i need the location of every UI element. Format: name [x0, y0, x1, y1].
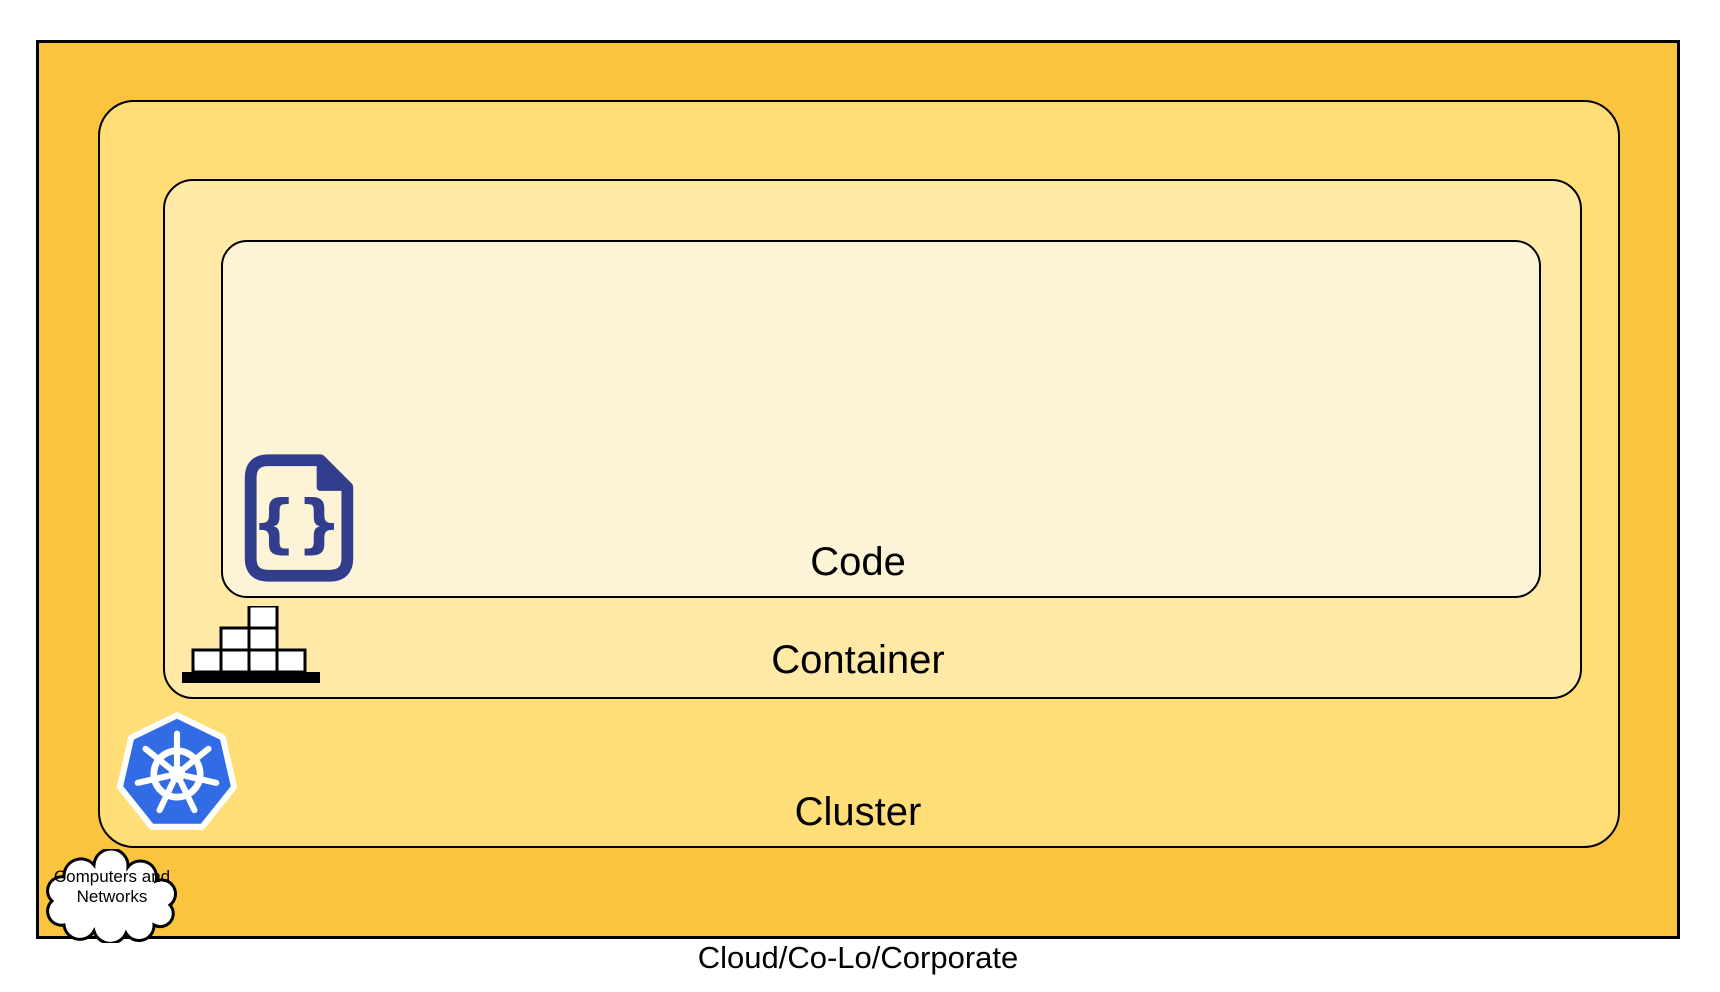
kubernetes-icon: [116, 708, 238, 835]
cloud-icon: Computers and Networks: [38, 849, 186, 943]
cluster-label: Cluster: [794, 790, 922, 834]
code-braces-glyph: {}: [251, 487, 342, 561]
datacenter-label: Cloud/Co-Lo/Corporate Datacenter: [36, 865, 1680, 992]
container-label: Container: [771, 638, 945, 682]
cloud-callout-line2: Networks: [76, 887, 148, 906]
datacenter-label-line1: Cloud/Co-Lo/Corporate: [697, 940, 1019, 975]
code-label: Code: [810, 540, 906, 584]
layer-code: [221, 240, 1541, 598]
container-stack-icon: [181, 606, 321, 684]
cloud-callout-text: Computers and Networks: [38, 867, 186, 907]
code-file-icon: {}: [240, 452, 358, 584]
cloud-callout-line1: Computers and: [53, 867, 171, 886]
